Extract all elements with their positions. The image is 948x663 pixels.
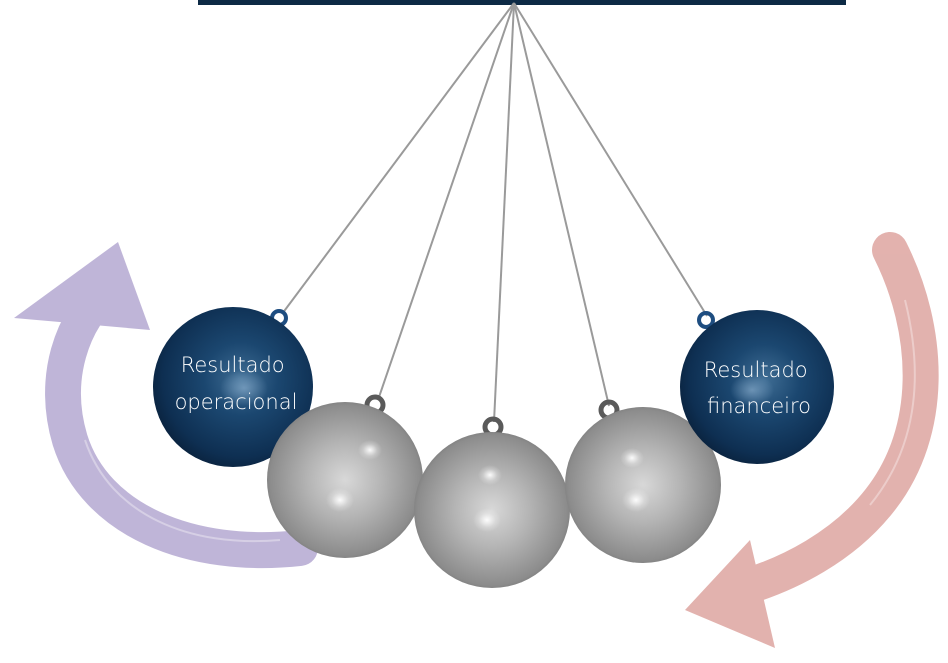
string-5 bbox=[513, 2, 708, 317]
ball-resultado-operacional: Resultado operacional bbox=[153, 307, 313, 467]
string-4 bbox=[513, 2, 610, 407]
ball-silver-1 bbox=[267, 394, 423, 558]
string-2 bbox=[377, 2, 515, 401]
ball-resultado-financeiro: Resultado financeiro bbox=[680, 310, 834, 464]
svg-text:Resultado operacional: Resultado operacional bbox=[175, 353, 298, 414]
ball-label-line-2: financeiro bbox=[707, 394, 811, 418]
ball-silver-3 bbox=[565, 399, 721, 563]
string-1 bbox=[281, 2, 515, 315]
string-3 bbox=[493, 2, 515, 423]
right-cycle-arrow bbox=[685, 232, 939, 648]
left-cycle-arrow bbox=[14, 242, 318, 569]
ball-label-line-2: operacional bbox=[175, 390, 298, 414]
ball-silver-2 bbox=[414, 416, 570, 588]
pendulum-strings bbox=[281, 2, 708, 423]
ball-label-line-1: Resultado bbox=[704, 358, 808, 382]
top-bar bbox=[198, 0, 846, 5]
svg-text:Resultado financeiro: Resultado financeiro bbox=[704, 358, 815, 418]
ball-label-line-1: Resultado bbox=[181, 353, 285, 377]
